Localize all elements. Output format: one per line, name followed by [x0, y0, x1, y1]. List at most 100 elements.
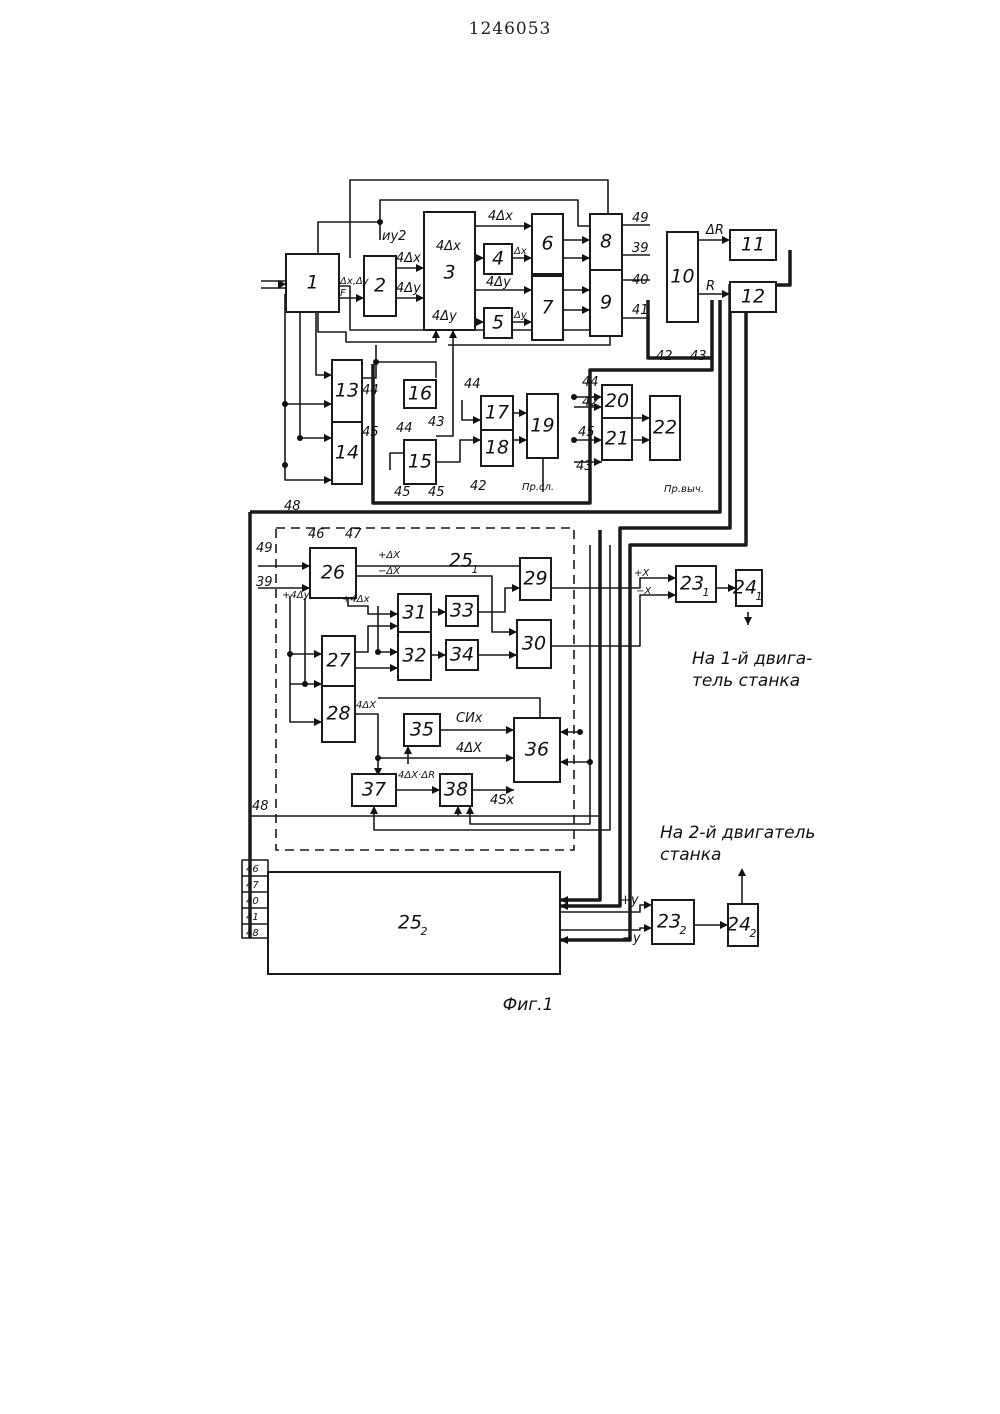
- signal-label-39b: 39: [256, 575, 273, 590]
- block-17-label: 17: [485, 402, 509, 424]
- block-1-label: 1: [306, 272, 318, 294]
- block-33-label: 33: [450, 600, 474, 622]
- block-9-label: 9: [600, 292, 612, 314]
- signal-label-prsl: Пр.сл.: [522, 482, 554, 493]
- block-37: 37: [352, 774, 396, 806]
- signal-label-40a: 40: [632, 273, 649, 288]
- signal-label-44c: 44: [396, 421, 413, 436]
- bus-25-2-line-label: 41: [246, 912, 259, 923]
- block-18: 18: [481, 430, 513, 466]
- block-23-1: 231: [676, 566, 716, 602]
- block-33: 33: [446, 596, 478, 626]
- motor-2-annotation: станка: [660, 845, 721, 865]
- block-35-label: 35: [410, 719, 434, 741]
- block-19: 19: [527, 394, 558, 458]
- block-35: 35: [404, 714, 440, 746]
- signal-label-px: +X: [634, 568, 650, 579]
- block-7: 7: [532, 276, 563, 340]
- motor-1-annotation: На 1-й двига-: [692, 649, 812, 669]
- signal-label-4dx_a: 4Δx: [396, 251, 421, 266]
- block-24-1: 241: [733, 570, 763, 606]
- signal-label-mx: −X: [636, 586, 652, 597]
- signal-label-46a: 46: [308, 527, 325, 542]
- block-23-1-label: 23: [680, 573, 704, 595]
- block-24-2-label: 24: [727, 914, 751, 936]
- patent-number: 1246053: [469, 19, 552, 39]
- signal-label-44d: 44: [582, 375, 599, 390]
- block-28: 28: [322, 686, 355, 742]
- block-10: 10: [667, 232, 698, 322]
- signal-label-42a: 42: [656, 349, 673, 364]
- block-16-label: 16: [408, 383, 432, 405]
- signal-label-49a: 49: [632, 211, 649, 226]
- block-25-1: 251: [449, 550, 479, 577]
- block-31-label: 31: [402, 602, 426, 624]
- block-8-label: 8: [600, 231, 612, 253]
- signal-label-f: F: [340, 288, 346, 299]
- bus-25-2-line-label: 46: [246, 864, 259, 875]
- block-3-bottom-label: 4Δy: [432, 309, 457, 324]
- figure-caption: Фиг.1: [503, 995, 554, 1015]
- signal-label-43b: 43: [428, 415, 445, 430]
- signal-label-47a: 47: [345, 527, 362, 542]
- block-11-label: 11: [741, 234, 765, 256]
- block-24-2: 242: [727, 904, 758, 946]
- block-25-1-label: 25: [449, 550, 473, 572]
- block-6-label: 6: [541, 233, 553, 255]
- block-22: 22: [650, 396, 680, 460]
- block-6: 6: [532, 214, 563, 274]
- block-25-2-label: 25: [398, 912, 422, 934]
- signal-label-cix: СИх: [456, 711, 483, 726]
- block-24-2-index: 2: [750, 927, 757, 940]
- block-24-1-label: 24: [733, 577, 757, 599]
- block-12: 12: [730, 282, 776, 312]
- bus-25-2-line-label: 47: [246, 880, 259, 891]
- block-13-label: 13: [335, 380, 359, 402]
- block-27-label: 27: [326, 650, 350, 672]
- block-38: 38: [440, 774, 472, 806]
- block-20: 20: [602, 385, 632, 418]
- signal-label-p4dx: +4Δx: [342, 594, 370, 605]
- bus-25-2-line-label: 48: [246, 928, 259, 939]
- block-21: 21: [602, 418, 632, 460]
- signal-label-4dx_c: 4ΔX: [356, 700, 377, 711]
- block-13: 13: [332, 360, 362, 422]
- block-3-label: 3: [443, 262, 455, 284]
- block-38-label: 38: [444, 779, 468, 801]
- signal-label-4dx_b: 4Δx: [488, 209, 513, 224]
- block-10-label: 10: [670, 266, 694, 288]
- block-23-2-index: 2: [680, 924, 687, 937]
- signal-label-dy_s: Δy: [513, 310, 528, 321]
- block-5-label: 5: [492, 312, 504, 334]
- block-5: 5: [484, 308, 512, 338]
- block-29-label: 29: [523, 568, 547, 590]
- signal-label-r: R: [706, 279, 715, 294]
- signal-label-43c: 43: [576, 459, 593, 474]
- block-9: 9: [590, 270, 622, 336]
- signal-label-49b: 49: [256, 541, 273, 556]
- block-26-label: 26: [321, 562, 345, 584]
- motor-1-annotation: тель станка: [692, 671, 800, 691]
- block-7-label: 7: [541, 297, 553, 319]
- block-2-label: 2: [374, 275, 386, 297]
- signal-label-mdx: −ΔX: [378, 566, 401, 577]
- block-16: 16: [404, 380, 436, 408]
- signal-label-py: +y: [620, 893, 639, 908]
- block-24-1-index: 1: [756, 590, 763, 603]
- block-31: 31: [398, 594, 431, 632]
- signal-label-dxdy: Δx,Δy: [339, 276, 370, 287]
- signal-label-48b: 48: [252, 799, 269, 814]
- signal-label-41a: 41: [632, 303, 649, 318]
- signal-label-4dy_a: 4Δy: [396, 281, 421, 296]
- signal-label-45a: 45: [362, 425, 379, 440]
- block-21-label: 21: [605, 428, 629, 450]
- block-1: 1: [286, 254, 339, 312]
- block-37-label: 37: [362, 779, 386, 801]
- block-15-label: 15: [408, 451, 432, 473]
- block-15: 15: [404, 440, 436, 484]
- signal-label-dr: ΔR: [705, 223, 724, 238]
- block-12-label: 12: [741, 286, 765, 308]
- block-29: 29: [520, 558, 551, 600]
- block-25-1-index: 1: [472, 563, 479, 576]
